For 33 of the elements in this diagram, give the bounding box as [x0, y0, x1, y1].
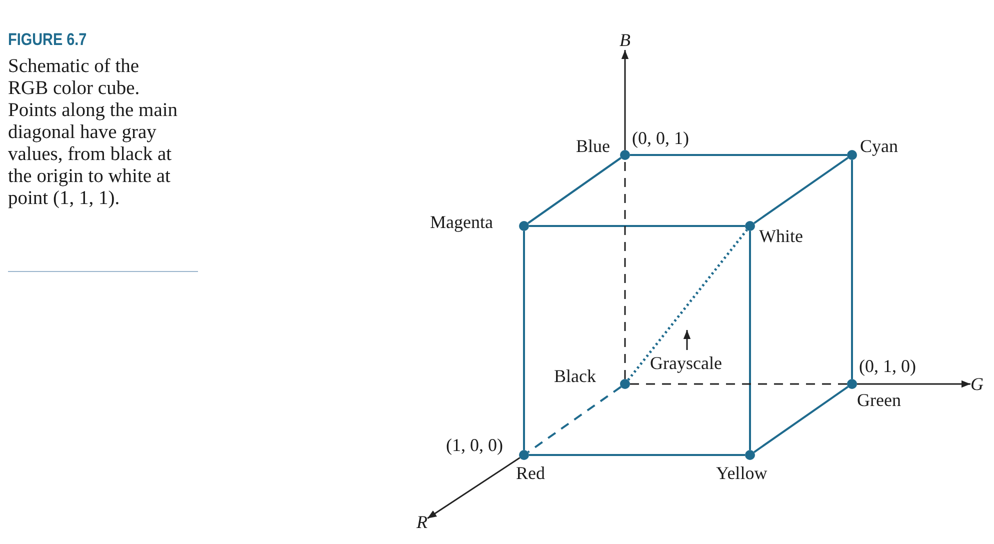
vertex-label: Magenta	[430, 212, 493, 232]
figure-title: FIGURE 6.7	[8, 30, 87, 50]
cube-edge	[529, 454, 745, 456]
cube-edge	[754, 386, 848, 453]
cube-edge	[529, 225, 745, 227]
cube-edge	[630, 154, 847, 156]
vertex-label: Red	[516, 463, 545, 483]
dotted-line	[627, 229, 748, 381]
cube-edge	[851, 160, 853, 379]
vertex-label: Yellow	[716, 463, 768, 483]
cube-edge	[749, 231, 751, 450]
vertex-label: Black	[554, 366, 596, 386]
vertex-label: Blue	[576, 136, 610, 156]
dashed-line	[624, 160, 626, 379]
axis-arrow	[427, 457, 520, 520]
coordinate-label: (1, 0, 0)	[446, 435, 503, 455]
vertex-label: Green	[857, 390, 901, 410]
figure-caption: Schematic of the RGB color cube. Points along the main diagonal have gray values, from black at the origin to white at point (1, 1, 1).	[8, 56, 179, 210]
coordinate-label: (0, 0, 1)	[632, 128, 689, 148]
cube-edge	[523, 231, 525, 450]
dashed-line	[630, 383, 847, 385]
cube-edge	[754, 157, 848, 224]
cube-edge	[528, 157, 622, 224]
vertex-label: Cyan	[860, 136, 898, 156]
axis-label: G	[970, 374, 984, 394]
axis-arrow	[857, 380, 970, 388]
axis-label: B	[620, 30, 630, 50]
vertex-label: White	[759, 226, 803, 246]
diagonal-label: Grayscale	[650, 353, 722, 373]
axis-arrow	[621, 50, 629, 150]
axis-label: R	[416, 512, 428, 532]
coordinate-label: (0, 1, 0)	[859, 356, 916, 376]
dashed-line	[528, 386, 622, 453]
